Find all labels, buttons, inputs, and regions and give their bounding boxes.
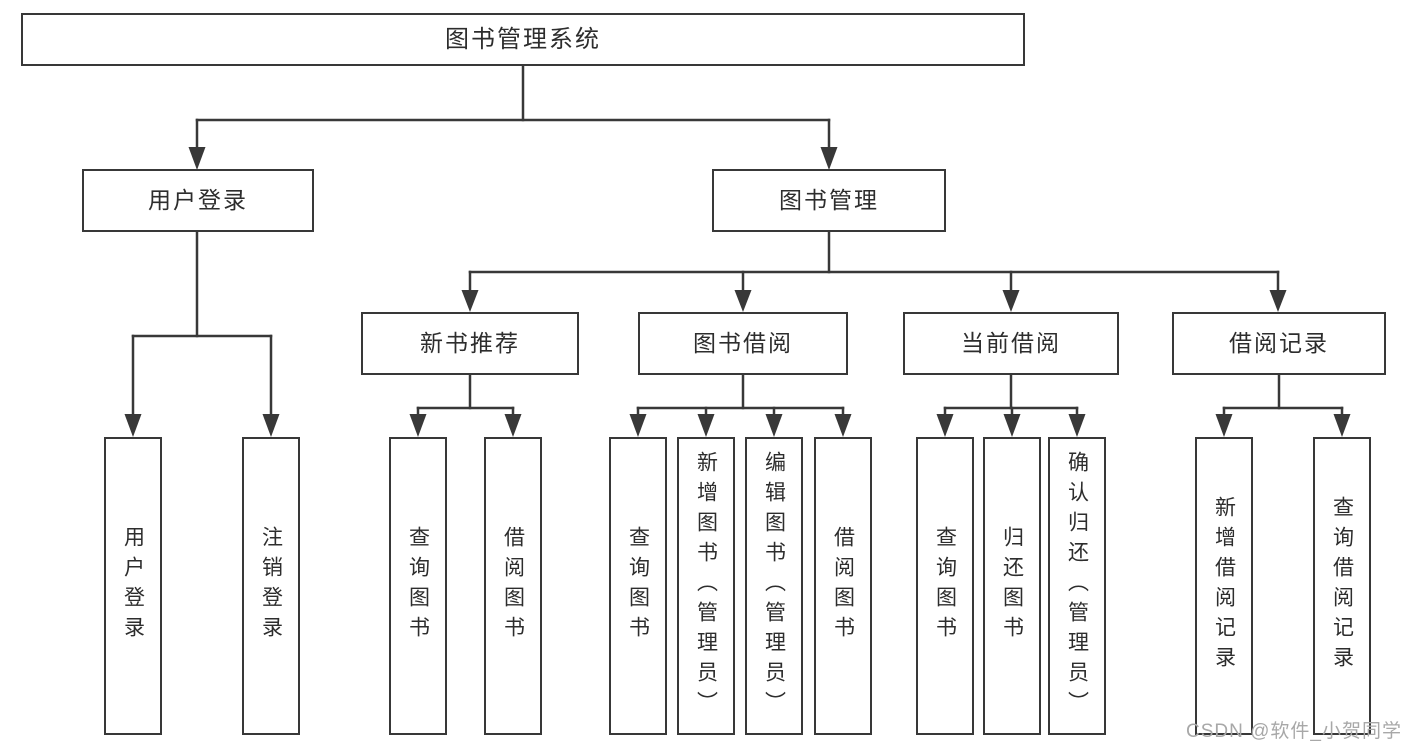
leaf-confirm-return-admin: 确认归还（管理员） xyxy=(1048,437,1106,735)
leaf-edit-book-admin: 编辑图书（管理员） xyxy=(745,437,803,735)
node-user-login: 用户登录 xyxy=(82,169,314,232)
node-current-borrowing: 当前借阅 xyxy=(903,312,1119,375)
leaf-borrow-books-borrowing: 借阅图书 xyxy=(814,437,872,735)
node-book-borrowing: 图书借阅 xyxy=(638,312,848,375)
node-library-system: 图书管理系统 xyxy=(21,13,1025,66)
node-borrowing-records: 借阅记录 xyxy=(1172,312,1386,375)
node-new-book-recommendation: 新书推荐 xyxy=(361,312,579,375)
leaf-query-books-borrowing: 查询图书 xyxy=(609,437,667,735)
leaf-query-books-current: 查询图书 xyxy=(916,437,974,735)
arrowheads xyxy=(124,147,1351,437)
leaf-query-borrow-record: 查询借阅记录 xyxy=(1313,437,1371,735)
leaf-borrow-books-recommend: 借阅图书 xyxy=(484,437,542,735)
node-book-management: 图书管理 xyxy=(712,169,946,232)
leaf-logout: 注销登录 xyxy=(242,437,300,735)
leaf-user-login: 用户登录 xyxy=(104,437,162,735)
leaf-add-book-admin: 新增图书（管理员） xyxy=(677,437,735,735)
leaf-return-books: 归还图书 xyxy=(983,437,1041,735)
csdn-watermark: CSDN @软件_小贺同学 xyxy=(1186,721,1402,742)
leaf-query-books-recommend: 查询图书 xyxy=(389,437,447,735)
leaf-add-borrow-record: 新增借阅记录 xyxy=(1195,437,1253,735)
